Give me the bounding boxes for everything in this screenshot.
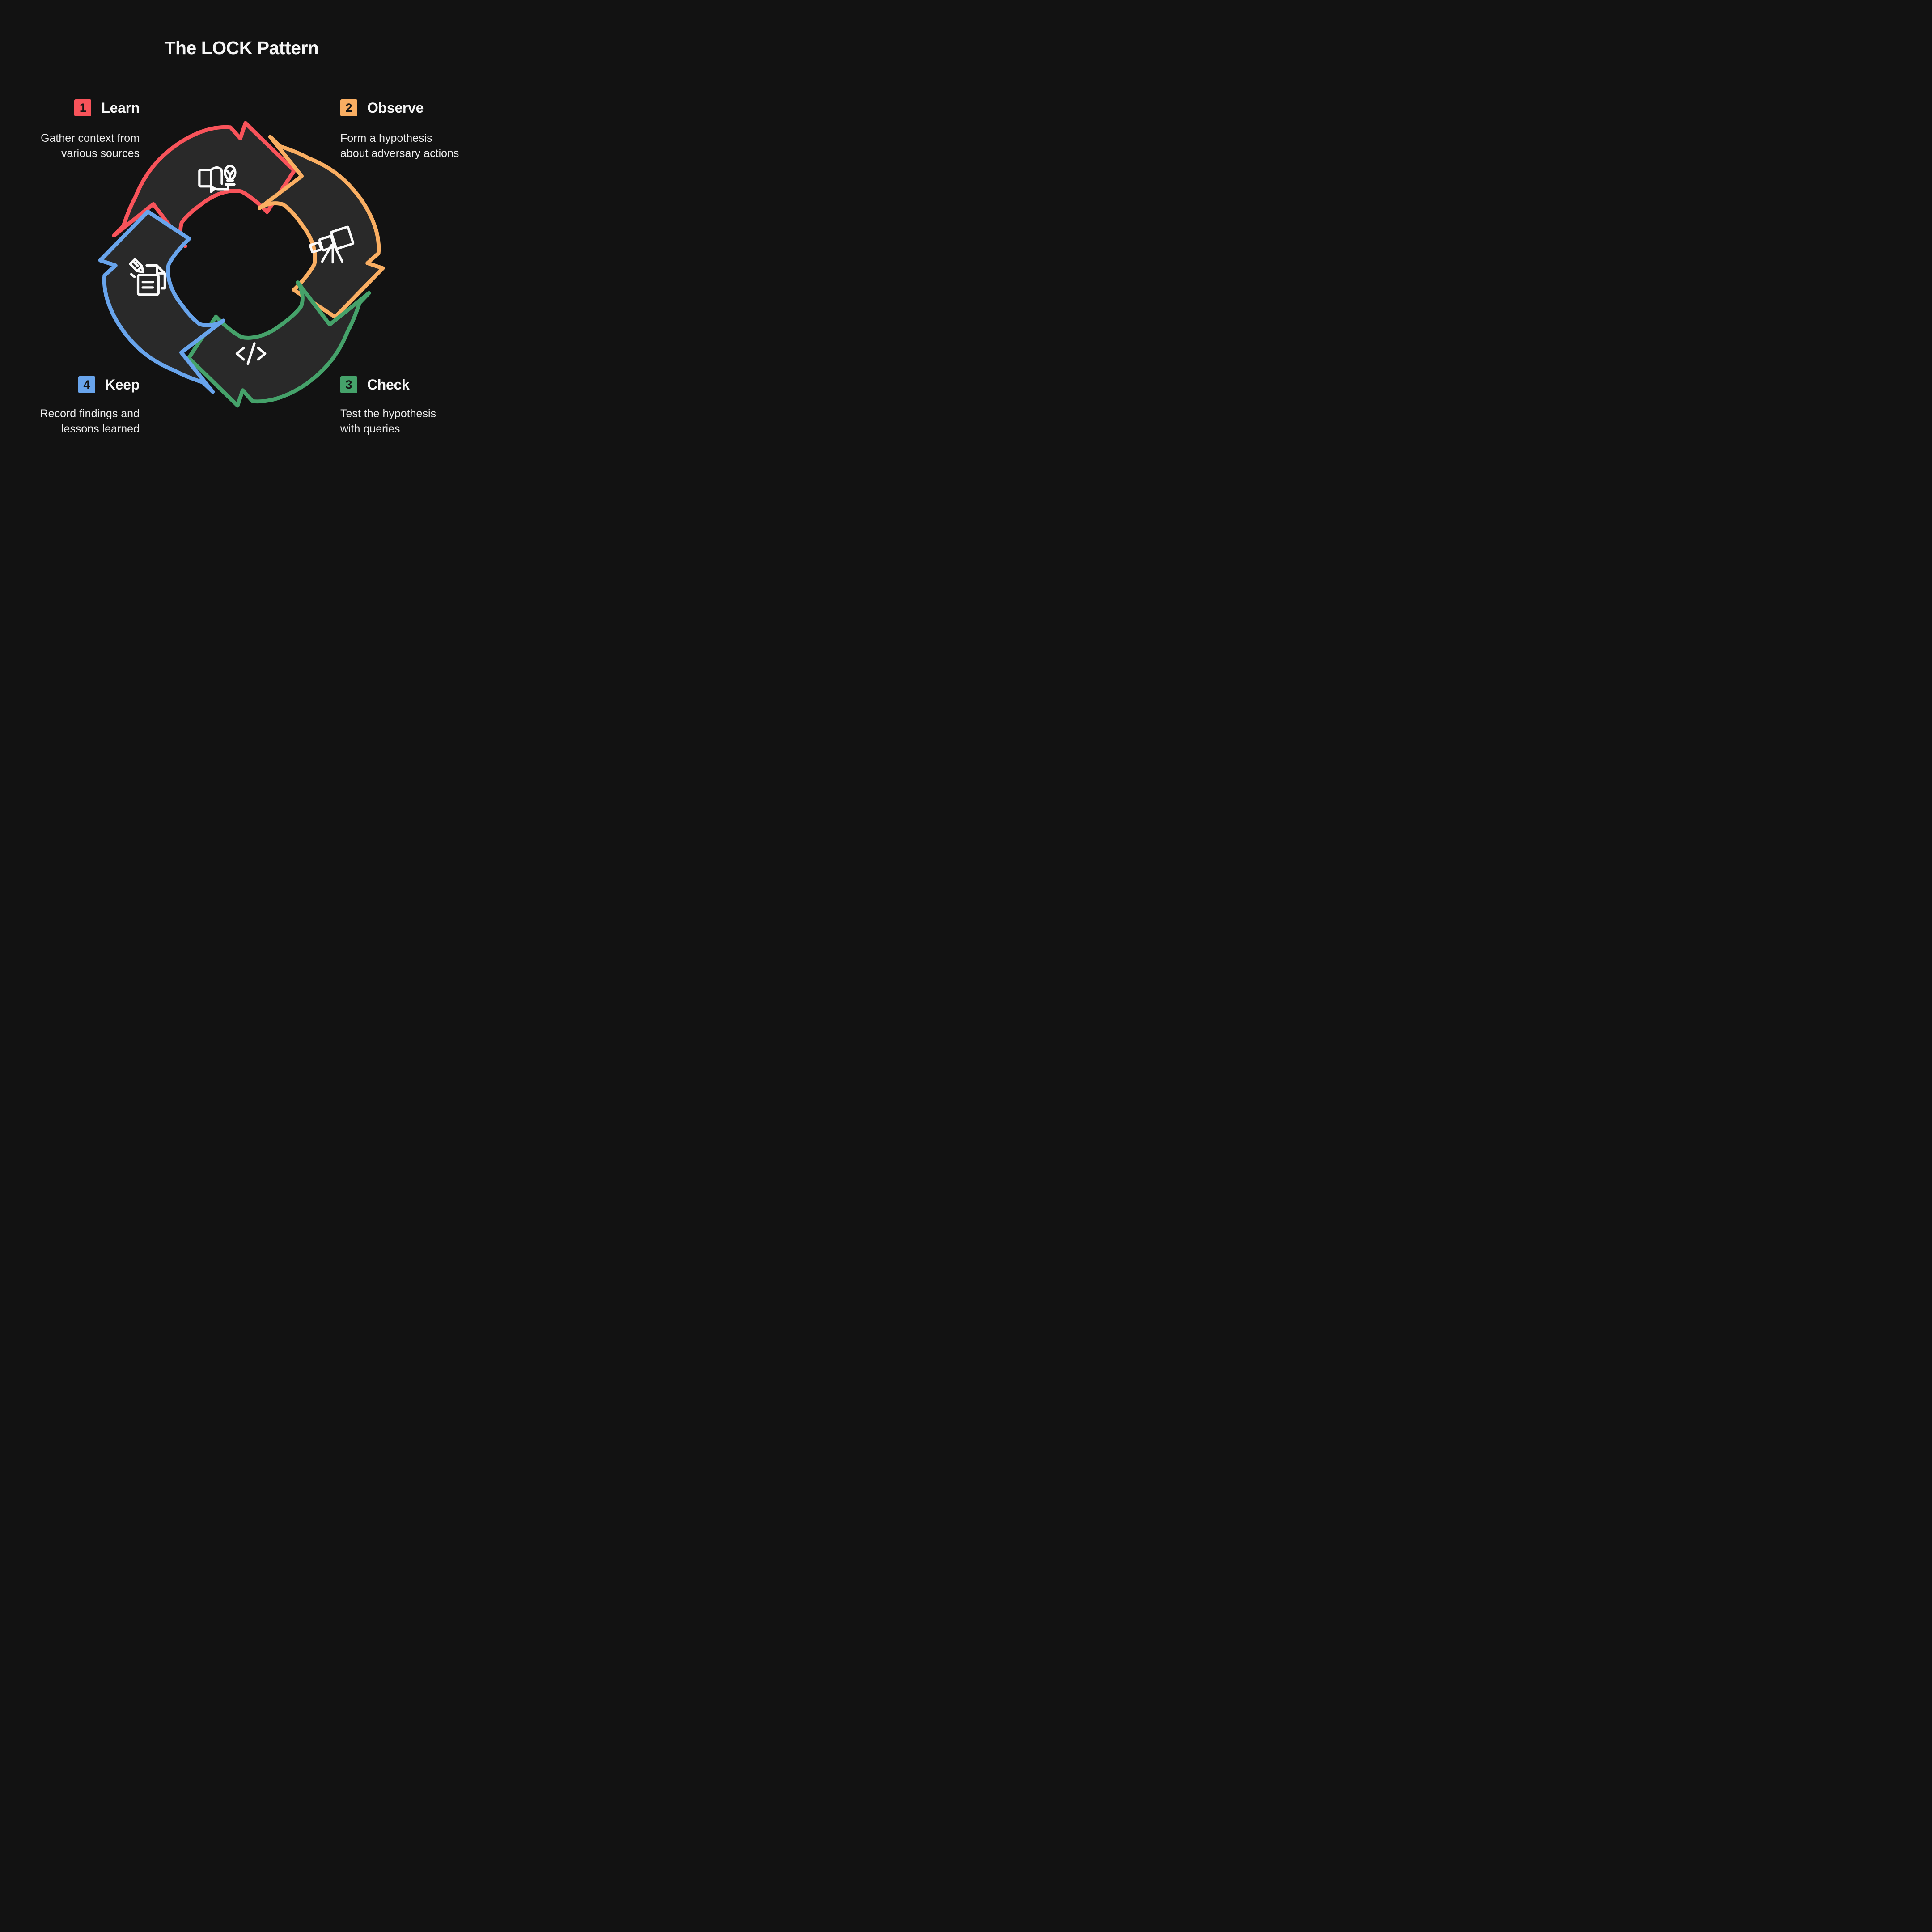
infographic-page: The LOCK Pattern 1 Learn Gather context …	[0, 0, 483, 483]
step-number-learn: 1	[79, 101, 86, 114]
telescope-icon	[309, 225, 355, 264]
step-description-keep-line1: Record findings and	[40, 407, 140, 420]
step-number-badge-keep: 4	[78, 376, 95, 393]
step-description-learn-line1: Gather context from	[41, 132, 140, 144]
step-number-check: 3	[345, 377, 352, 391]
step-description-check-line2: with queries	[340, 423, 400, 435]
step-label-learn: Learn	[101, 99, 140, 116]
step-description-keep-line2: lessons learned	[61, 423, 140, 435]
step-description-observe: Form a hypothesis about adversary action…	[340, 131, 459, 161]
step-description-observe-line2: about adversary actions	[340, 147, 459, 160]
code-brackets-icon	[235, 342, 267, 365]
step-number-badge-learn: 1	[74, 99, 92, 116]
step-number-badge-observe: 2	[340, 99, 357, 116]
step-observe: 2 Observe	[340, 99, 424, 116]
step-description-keep: Record findings and lessons learned	[40, 406, 140, 436]
step-label-observe: Observe	[367, 99, 424, 116]
step-description-check: Test the hypothesis with queries	[340, 406, 436, 436]
step-number-observe: 2	[345, 101, 352, 114]
open-book-lightbulb-icon	[198, 165, 237, 193]
step-label-check: Check	[367, 376, 410, 393]
step-description-observe-line1: Form a hypothesis	[340, 132, 432, 144]
step-description-learn-line2: various sources	[61, 147, 140, 160]
step-check: 3 Check	[340, 376, 410, 393]
note-pencil-icon	[129, 258, 166, 296]
step-learn: 1 Learn	[74, 99, 140, 116]
step-number-badge-check: 3	[340, 376, 357, 393]
step-number-keep: 4	[83, 377, 90, 391]
step-description-learn: Gather context from various sources	[41, 131, 140, 161]
page-title: The LOCK Pattern	[164, 38, 319, 58]
step-description-check-line1: Test the hypothesis	[340, 407, 436, 420]
cycle-diagram	[45, 68, 438, 461]
step-label-keep: Keep	[105, 376, 140, 393]
step-keep: 4 Keep	[78, 376, 140, 393]
